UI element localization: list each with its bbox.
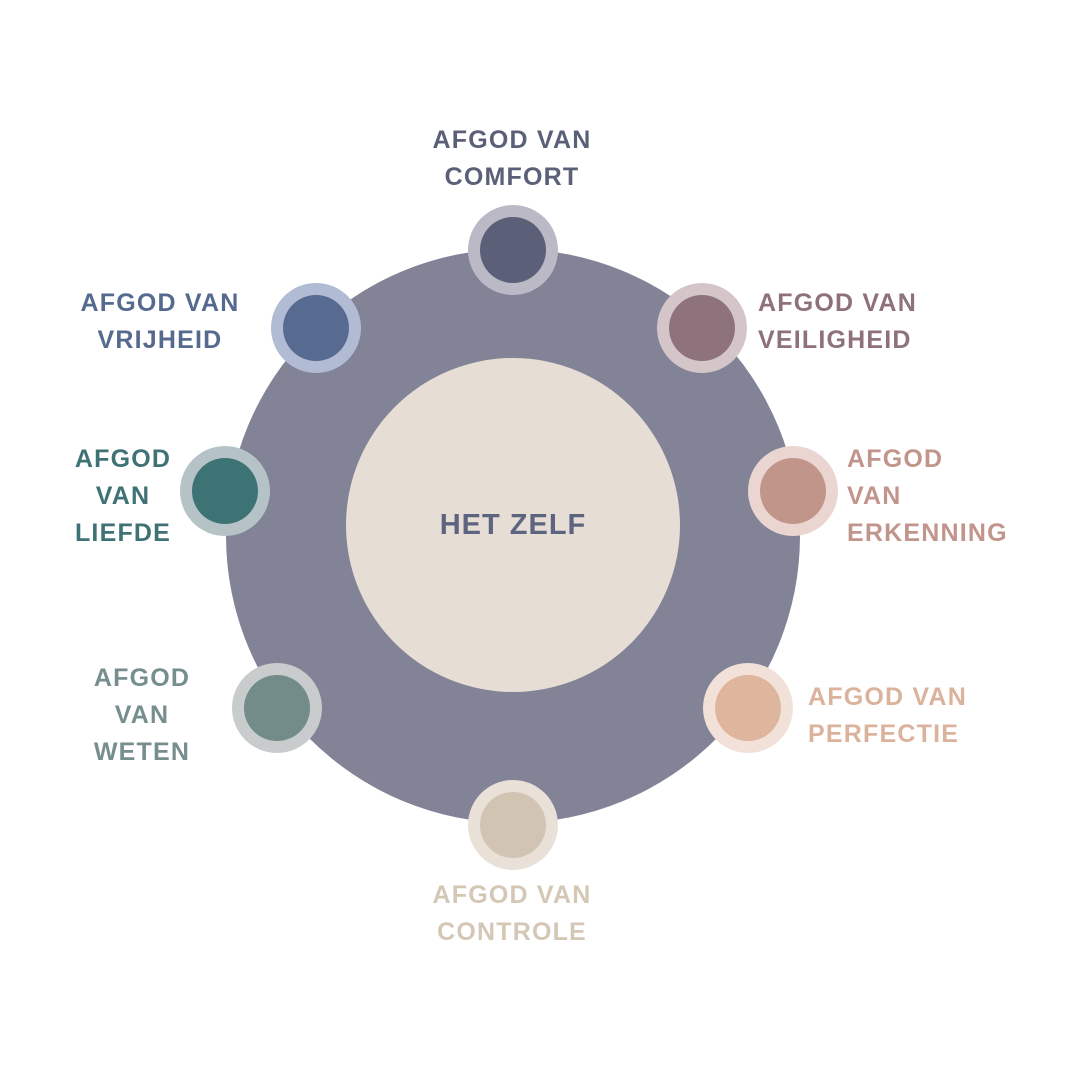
dot-perfectie: [715, 675, 781, 741]
label-weten: AFGOD VAN WETEN: [93, 664, 191, 766]
dot-liefde: [192, 458, 258, 524]
node-vrijheid: [271, 283, 361, 373]
node-liefde: [180, 446, 270, 536]
node-perfectie: [703, 663, 793, 753]
dot-comfort: [480, 217, 546, 283]
label-controle: AFGOD VAN CONTROLE: [432, 881, 592, 946]
dot-erkenning: [760, 458, 826, 524]
dot-controle: [480, 792, 546, 858]
dot-vrijheid: [283, 295, 349, 361]
node-controle: [468, 780, 558, 870]
center-circle: HET ZELF: [346, 358, 680, 692]
label-vrijheid: AFGOD VAN VRIJHEID: [80, 289, 240, 354]
label-liefde: AFGOD VAN LIEFDE: [74, 445, 172, 547]
center-label: HET ZELF: [439, 508, 587, 541]
node-veiligheid: [657, 283, 747, 373]
node-comfort: [468, 205, 558, 295]
label-veiligheid: AFGOD VAN VEILIGHEID: [758, 289, 917, 354]
dot-veiligheid: [669, 295, 735, 361]
label-erkenning: AFGOD VAN ERKENNING: [847, 445, 1008, 547]
node-erkenning: [748, 446, 838, 536]
node-weten: [232, 663, 322, 753]
label-comfort: AFGOD VAN COMFORT: [432, 126, 592, 191]
dot-weten: [244, 675, 310, 741]
label-perfectie: AFGOD VAN PERFECTIE: [808, 683, 967, 748]
